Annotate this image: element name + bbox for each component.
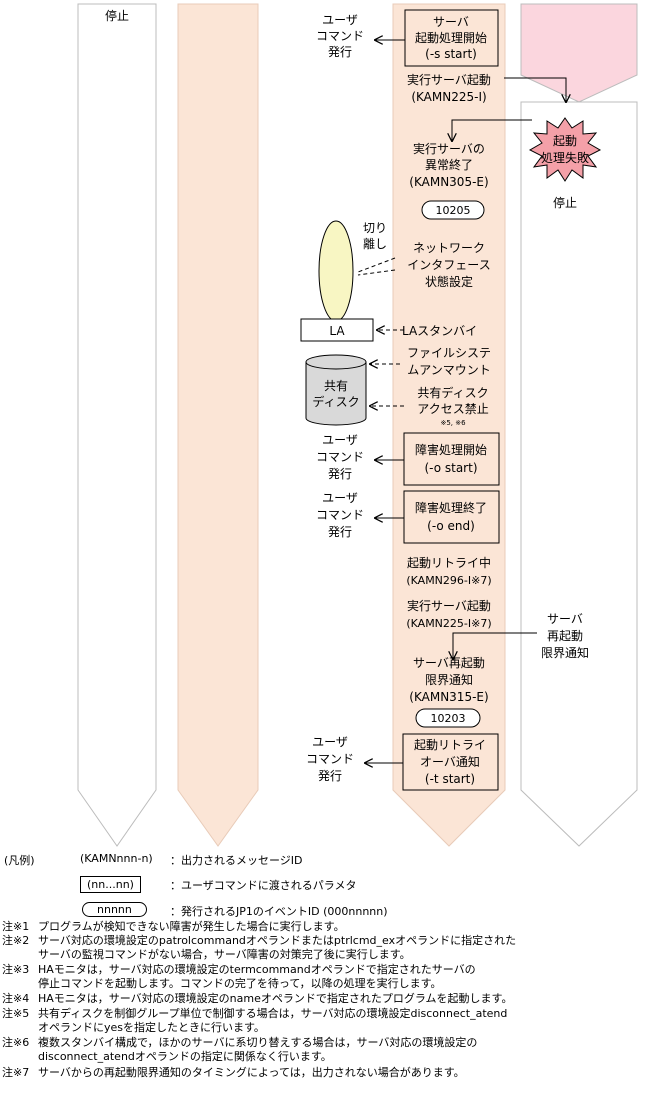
la-standby-text: LAスタンバイ <box>402 324 477 338</box>
restart-limit-right-line2: 再起動 <box>547 629 583 643</box>
startup-failure-burst <box>528 117 602 182</box>
la-box <box>300 318 374 342</box>
fs-unmount-line2: ムアンマウント <box>407 363 491 377</box>
fault-end-line2: (-o end) <box>427 519 475 533</box>
server-start-line2: 起動処理開始 <box>415 31 487 45</box>
user-cmd-2-line1: ユーザ <box>322 433 358 447</box>
network-if-line3: 状態設定 <box>425 274 473 289</box>
detach-line2: 離し <box>363 237 387 251</box>
server-start-line1: サーバ <box>433 15 469 29</box>
stop-label-1: 停止 <box>105 8 129 23</box>
restart-limit-right-line3: 限界通知 <box>541 646 589 660</box>
exec-server-start-2-line1: 実行サーバ起動 <box>407 598 491 613</box>
user-cmd-1-line2: コマンド <box>316 29 364 43</box>
retry-over-line2: オーバ通知 <box>420 755 480 769</box>
shared-disk-line2: ディスク <box>312 394 359 409</box>
abnormal-end-line1: 実行サーバの <box>413 141 485 156</box>
restart-limit-line1: サーバ再起動 <box>413 656 485 670</box>
fault-start-line1: 障害処理開始 <box>415 442 487 457</box>
flow-diagram: 停止 停止 ユーザ コマンド 発行 サーバ 起動処理開始 (-s start) … <box>77 3 638 847</box>
retry-over-line3: (-t start) <box>425 772 475 786</box>
event-10203-text: 10203 <box>431 712 466 725</box>
fault-end-box <box>403 490 500 544</box>
lane-4-top <box>520 3 638 103</box>
legend-msg-desc: ：出力されるメッセージID <box>170 854 303 867</box>
network-ellipse <box>318 220 354 322</box>
abnormal-end-line2: 異常終了 <box>425 157 473 172</box>
shared-disk <box>305 362 367 426</box>
restart-limit-right-line1: サーバ <box>547 612 583 626</box>
fault-start-box <box>403 432 500 486</box>
user-cmd-3-line2: コマンド <box>316 508 364 522</box>
user-cmd-2-line2: コマンド <box>316 450 364 464</box>
network-if-line1: ネットワーク <box>413 241 485 255</box>
retry-over-box <box>402 733 499 791</box>
user-cmd-4-line2: コマンド <box>306 752 354 766</box>
legend-param-sample: (nn...nn) <box>80 876 141 893</box>
legend-param-desc: ：ユーザコマンドに渡されるパラメタ <box>170 879 357 892</box>
server-start-line3: (-s start) <box>425 47 477 61</box>
user-cmd-3-line3: 発行 <box>328 525 352 539</box>
user-cmd-1-line3: 発行 <box>328 45 352 59</box>
event-10205 <box>421 200 485 220</box>
disk-access-notes: ※5, ※6 <box>440 419 466 427</box>
legend-msg-sample: (KAMNnnn-n) <box>80 852 153 865</box>
user-cmd-4-line3: 発行 <box>318 769 342 783</box>
retry-over-line1: 起動リトライ <box>414 738 486 752</box>
retry-line2: (KAMN296-I※7) <box>406 574 491 587</box>
lane-4-body <box>520 101 638 847</box>
legend-event-desc: ：発行されるJP1のイベントID (000nnnnn) <box>170 905 388 918</box>
detach-line1: 切り <box>363 221 387 235</box>
event-10205-text: 10205 <box>436 204 471 217</box>
disk-access-line2: アクセス禁止 <box>417 402 488 416</box>
network-if-line2: インタフェース <box>407 258 490 272</box>
event-10203 <box>415 708 481 728</box>
legend-title: (凡例) <box>4 854 35 867</box>
user-cmd-2-line3: 発行 <box>328 467 352 481</box>
user-cmd-4-line1: ユーザ <box>312 735 348 749</box>
fault-start-line2: (-o start) <box>424 461 477 475</box>
disk-access-line1: 共有ディスク <box>417 385 488 400</box>
user-cmd-3-line1: ユーザ <box>322 491 358 505</box>
retry-line1: 起動リトライ中 <box>407 555 491 570</box>
restart-limit-line2: 限界通知 <box>425 673 473 687</box>
exec-server-start-1-line2: (KAMN225-I) <box>411 90 486 104</box>
lane-1 <box>77 3 157 847</box>
fault-end-line1: 障害処理終了 <box>415 500 487 515</box>
la-box-text: LA <box>329 324 345 338</box>
user-cmd-1-line1: ユーザ <box>322 13 358 27</box>
stop-label-2: 停止 <box>553 195 577 210</box>
burst-line1: 起動 <box>553 134 577 148</box>
server-start-box <box>404 9 499 67</box>
shared-disk-line1: 共有 <box>324 379 348 393</box>
fs-unmount-line1: ファイルシステ <box>407 346 491 360</box>
abnormal-end-line3: (KAMN305-E) <box>409 175 488 189</box>
burst-line2: 処理失敗 <box>541 150 589 165</box>
exec-server-start-1-line1: 実行サーバ起動 <box>407 72 491 87</box>
restart-limit-line3: (KAMN315-E) <box>409 690 488 704</box>
exec-server-start-2-line2: (KAMN225-I※7) <box>406 617 491 630</box>
legend-event-sample: nnnnn <box>82 902 147 917</box>
lane-2 <box>177 3 259 847</box>
